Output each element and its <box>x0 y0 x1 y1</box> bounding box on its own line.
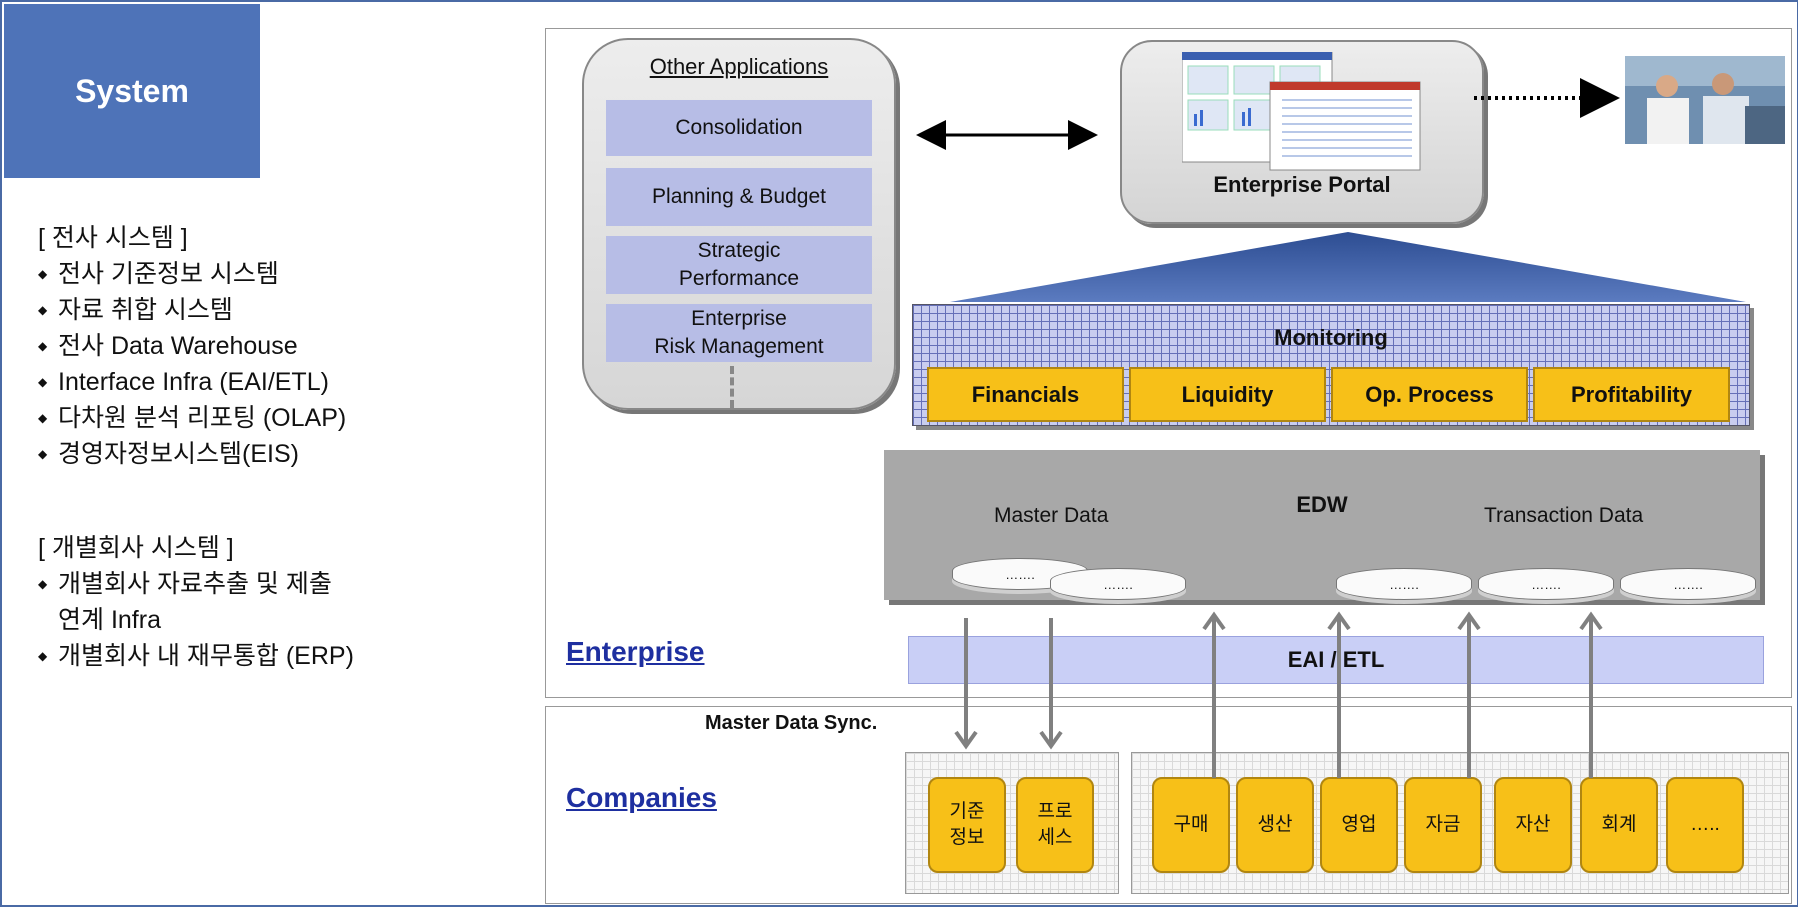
app-planning-budget: Planning & Budget <box>606 168 872 226</box>
company-box-label: 정보 <box>949 827 985 848</box>
app-label: Risk Management <box>654 335 824 358</box>
app-label: Planning & Budget <box>652 185 826 208</box>
monitoring-liquidity: Liquidity <box>1129 367 1326 422</box>
enterprise-system-item: 전사 기준정보 시스템 <box>38 256 354 292</box>
company-system-item-continued: 연계 Infra <box>58 606 161 634</box>
system-list: [ 전사 시스템 ] 전사 기준정보 시스템 자료 취합 시스템 전사 Data… <box>38 220 354 674</box>
transaction-data-label: Transaction Data <box>1484 504 1644 527</box>
app-consolidation: Consolidation <box>606 100 872 156</box>
app-label: Consolidation <box>675 116 803 139</box>
edw-panel: EDW Master Data Transaction Data ……. …….… <box>884 450 1760 600</box>
enterprise-system-item: 다차원 분석 리포팅 (OLAP) <box>38 400 354 436</box>
company-box-label: 세스 <box>1037 827 1073 848</box>
company-box-purchase: 구매 <box>1152 777 1230 873</box>
monitoring-op-process: Op. Process <box>1331 367 1528 422</box>
company-box-assets: 자산 <box>1494 777 1572 873</box>
app-label: Performance <box>678 267 800 290</box>
company-system-item: 개별회사 자료추출 및 제출 <box>38 566 354 602</box>
other-applications-panel: Other Applications Consolidation Plannin… <box>582 38 896 410</box>
transaction-upload-arrows <box>1202 611 1603 778</box>
company-box-sales: 영업 <box>1320 777 1398 873</box>
master-sync-arrows <box>954 618 1063 750</box>
company-box-label: 기준 <box>949 801 985 822</box>
business-people-photo <box>1625 56 1785 144</box>
other-applications-title: Other Applications <box>649 54 829 79</box>
enterprise-system-item: Interface Infra (EAI/ETL) <box>38 364 354 400</box>
transaction-data-disk: ……. <box>1478 568 1614 600</box>
company-system-heading: [ 개별회사 시스템 ] <box>38 534 234 562</box>
transaction-data-disk: ……. <box>1336 568 1472 600</box>
app-enterprise-risk: Enterprise Risk Management <box>606 304 872 362</box>
company-box-accounting: 회계 <box>1580 777 1658 873</box>
company-group-transactions: 구매 생산 영업 자금 자산 회계 ….. <box>1131 752 1789 894</box>
enterprise-system-item: 경영자정보시스템(EIS) <box>38 436 354 472</box>
master-data-label: Master Data <box>994 504 1109 527</box>
enterprise-system-item: 자료 취합 시스템 <box>38 292 354 328</box>
monitoring-financials: Financials <box>927 367 1124 422</box>
company-box-more: ….. <box>1666 777 1744 873</box>
master-data-sync-label: Master Data Sync. <box>705 712 878 734</box>
monitoring-profitability: Profitability <box>1533 367 1730 422</box>
app-strategic-performance: Strategic Performance <box>606 236 872 294</box>
system-title-box: System <box>4 4 260 178</box>
enterprise-system-item: 전사 Data Warehouse <box>38 328 354 364</box>
dashed-connector <box>730 366 734 408</box>
portal-screenshot-image <box>1182 52 1421 171</box>
company-box-label: 프로 <box>1037 801 1073 822</box>
enterprise-portal-panel: Enterprise Portal <box>1120 40 1484 224</box>
portal-roof-triangle <box>950 232 1746 302</box>
monitoring-panel: Monitoring Financials Liquidity Op. Proc… <box>912 304 1750 426</box>
companies-label: Companies <box>566 782 717 813</box>
enterprise-system-heading: [ 전사 시스템 ] <box>38 224 188 252</box>
company-system-item: 개별회사 내 재무통합 (ERP) <box>38 638 354 674</box>
app-label: Enterprise <box>691 307 787 330</box>
transaction-data-disk: ……. <box>1620 568 1756 600</box>
app-label: Strategic <box>697 239 781 262</box>
monitoring-title: Monitoring <box>1274 325 1388 350</box>
edw-title: EDW <box>1296 492 1348 517</box>
enterprise-portal-label: Enterprise Portal <box>1213 172 1391 197</box>
enterprise-label: Enterprise <box>566 636 705 667</box>
system-title: System <box>75 72 189 109</box>
company-box-production: 생산 <box>1236 777 1314 873</box>
master-data-disk: ……. <box>1050 568 1186 600</box>
company-box-funds: 자금 <box>1404 777 1482 873</box>
